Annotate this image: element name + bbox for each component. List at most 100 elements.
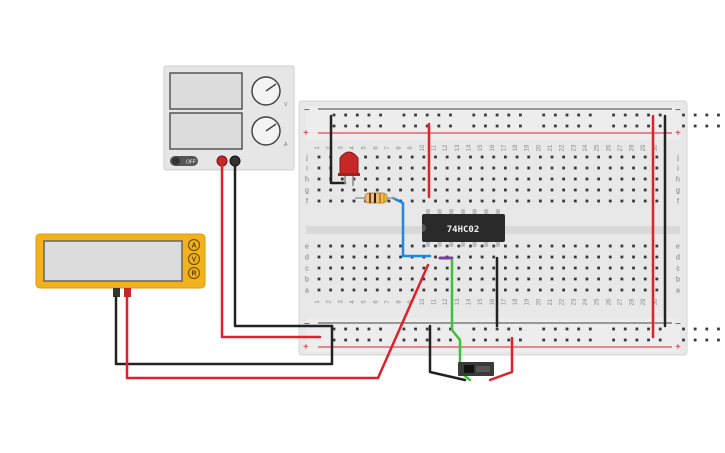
breadboard-hole[interactable] xyxy=(492,244,496,248)
rail-hole[interactable] xyxy=(553,327,557,331)
breadboard-hole[interactable] xyxy=(457,199,461,203)
breadboard-hole[interactable] xyxy=(387,155,391,159)
rail-hole[interactable] xyxy=(565,338,569,342)
breadboard-hole[interactable] xyxy=(527,266,531,270)
rail-hole[interactable] xyxy=(484,124,487,128)
breadboard-hole[interactable] xyxy=(410,166,414,170)
rail-hole[interactable] xyxy=(472,113,476,117)
breadboard-hole[interactable] xyxy=(597,266,600,270)
breadboard-hole[interactable] xyxy=(643,244,647,248)
breadboard-hole[interactable] xyxy=(643,188,647,192)
rail-hole[interactable] xyxy=(693,338,697,342)
rail-hole[interactable] xyxy=(367,113,371,117)
breadboard-hole[interactable] xyxy=(632,188,635,192)
rail-hole[interactable] xyxy=(507,327,511,331)
rail-hole[interactable] xyxy=(367,327,371,331)
breadboard-hole[interactable] xyxy=(352,177,356,181)
breadboard-hole[interactable] xyxy=(538,166,542,170)
breadboard-hole[interactable] xyxy=(515,188,519,192)
breadboard-hole[interactable] xyxy=(643,277,647,281)
rail-hole[interactable] xyxy=(623,327,627,331)
breadboard-hole[interactable] xyxy=(364,188,367,192)
breadboard-hole[interactable] xyxy=(352,288,356,292)
breadboard-hole[interactable] xyxy=(457,255,461,259)
rail-hole[interactable] xyxy=(507,338,511,342)
breadboard-hole[interactable] xyxy=(469,166,472,170)
breadboard-hole[interactable] xyxy=(527,255,531,259)
led[interactable] xyxy=(338,151,360,186)
breadboard-hole[interactable] xyxy=(597,199,600,203)
rail-hole[interactable] xyxy=(379,113,382,117)
breadboard-hole[interactable] xyxy=(469,199,472,203)
breadboard-hole[interactable] xyxy=(340,188,344,192)
breadboard-hole[interactable] xyxy=(352,188,356,192)
breadboard-hole[interactable] xyxy=(655,266,659,270)
breadboard-hole[interactable] xyxy=(399,288,402,292)
rail-hole[interactable] xyxy=(577,327,581,331)
breadboard-hole[interactable] xyxy=(410,266,414,270)
wire-meter-red[interactable] xyxy=(125,263,430,380)
multimeter-probe-red[interactable] xyxy=(124,288,131,297)
breadboard-hole[interactable] xyxy=(573,244,577,248)
breadboard-hole[interactable] xyxy=(573,166,577,170)
breadboard-hole[interactable] xyxy=(375,188,379,192)
breadboard-hole[interactable] xyxy=(375,255,379,259)
rail-hole[interactable] xyxy=(553,124,557,128)
breadboard-hole[interactable] xyxy=(352,199,356,203)
breadboard-hole[interactable] xyxy=(317,255,321,259)
rail-hole[interactable] xyxy=(414,124,417,128)
breadboard-hole[interactable] xyxy=(387,244,391,248)
breadboard-hole[interactable] xyxy=(527,288,531,292)
breadboard-hole[interactable] xyxy=(399,155,402,159)
rail-hole[interactable] xyxy=(519,327,522,331)
breadboard-hole[interactable] xyxy=(352,244,356,248)
breadboard-hole[interactable] xyxy=(434,244,437,248)
breadboard-hole[interactable] xyxy=(608,255,612,259)
multimeter-probe-black[interactable] xyxy=(113,288,120,297)
breadboard-hole[interactable] xyxy=(643,288,647,292)
breadboard-hole[interactable] xyxy=(434,166,437,170)
rail-hole[interactable] xyxy=(402,124,406,128)
breadboard-hole[interactable] xyxy=(643,199,647,203)
rail-hole[interactable] xyxy=(717,113,720,117)
breadboard-hole[interactable] xyxy=(434,188,437,192)
breadboard-hole[interactable] xyxy=(399,244,402,248)
breadboard-hole[interactable] xyxy=(515,255,519,259)
rail-hole[interactable] xyxy=(612,338,615,342)
rail-hole[interactable] xyxy=(682,124,685,128)
rail-hole[interactable] xyxy=(577,124,581,128)
breadboard-hole[interactable] xyxy=(387,277,391,281)
breadboard-hole[interactable] xyxy=(469,277,472,281)
breadboard-hole[interactable] xyxy=(504,155,507,159)
breadboard-hole[interactable] xyxy=(469,155,472,159)
breadboard-hole[interactable] xyxy=(515,155,519,159)
rail-hole[interactable] xyxy=(332,113,336,117)
slide-switch-knob[interactable] xyxy=(464,365,474,373)
rail-hole[interactable] xyxy=(519,113,522,117)
breadboard-hole[interactable] xyxy=(527,199,531,203)
wire-meter-black[interactable] xyxy=(114,295,334,366)
breadboard-hole[interactable] xyxy=(538,266,542,270)
rail-hole[interactable] xyxy=(402,327,406,331)
breadboard-hole[interactable] xyxy=(562,277,566,281)
breadboard-hole[interactable] xyxy=(527,244,531,248)
breadboard-hole[interactable] xyxy=(469,177,472,181)
breadboard-hole[interactable] xyxy=(655,199,659,203)
breadboard-hole[interactable] xyxy=(317,155,321,159)
breadboard-hole[interactable] xyxy=(538,188,542,192)
breadboard-hole[interactable] xyxy=(655,177,659,181)
breadboard-hole[interactable] xyxy=(480,277,484,281)
breadboard-hole[interactable] xyxy=(527,155,531,159)
rail-hole[interactable] xyxy=(414,327,417,331)
breadboard-hole[interactable] xyxy=(550,277,554,281)
breadboard-hole[interactable] xyxy=(492,177,496,181)
rail-hole[interactable] xyxy=(495,338,499,342)
chip-74hc02[interactable]: 74HC02 xyxy=(422,209,505,247)
breadboard-hole[interactable] xyxy=(457,266,461,270)
breadboard-hole[interactable] xyxy=(410,199,414,203)
rail-hole[interactable] xyxy=(344,113,348,117)
rail-hole[interactable] xyxy=(484,327,487,331)
rail-hole[interactable] xyxy=(542,327,546,331)
multimeter-mode-button-v[interactable] xyxy=(187,252,201,266)
